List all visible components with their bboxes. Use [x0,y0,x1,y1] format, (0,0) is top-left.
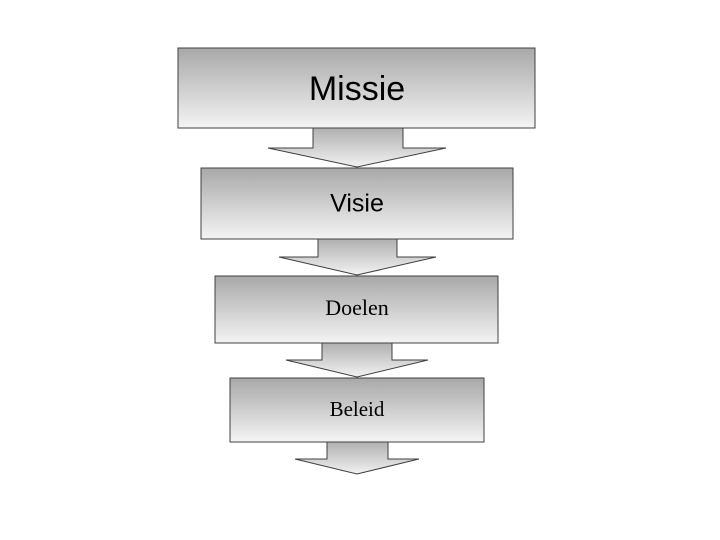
doelen-label: Doelen [325,295,389,320]
flow-level-beleid: Beleid [229,377,485,443]
flow-level-doelen: Doelen [214,275,499,344]
visie-label: Visie [330,190,384,218]
doelen-box [214,275,499,344]
down-arrow-1 [267,127,447,168]
flow-level-missie: Missie [177,47,536,129]
down-arrow-3 [285,342,429,378]
missie-label: Missie [309,70,405,108]
beleid-box [229,377,485,443]
down-arrow-4 [294,441,420,475]
flow-level-visie: Visie [200,167,514,240]
down-arrow-2 [278,238,437,276]
beleid-label: Beleid [330,397,385,421]
missie-box [177,47,536,129]
visie-box [200,167,514,240]
